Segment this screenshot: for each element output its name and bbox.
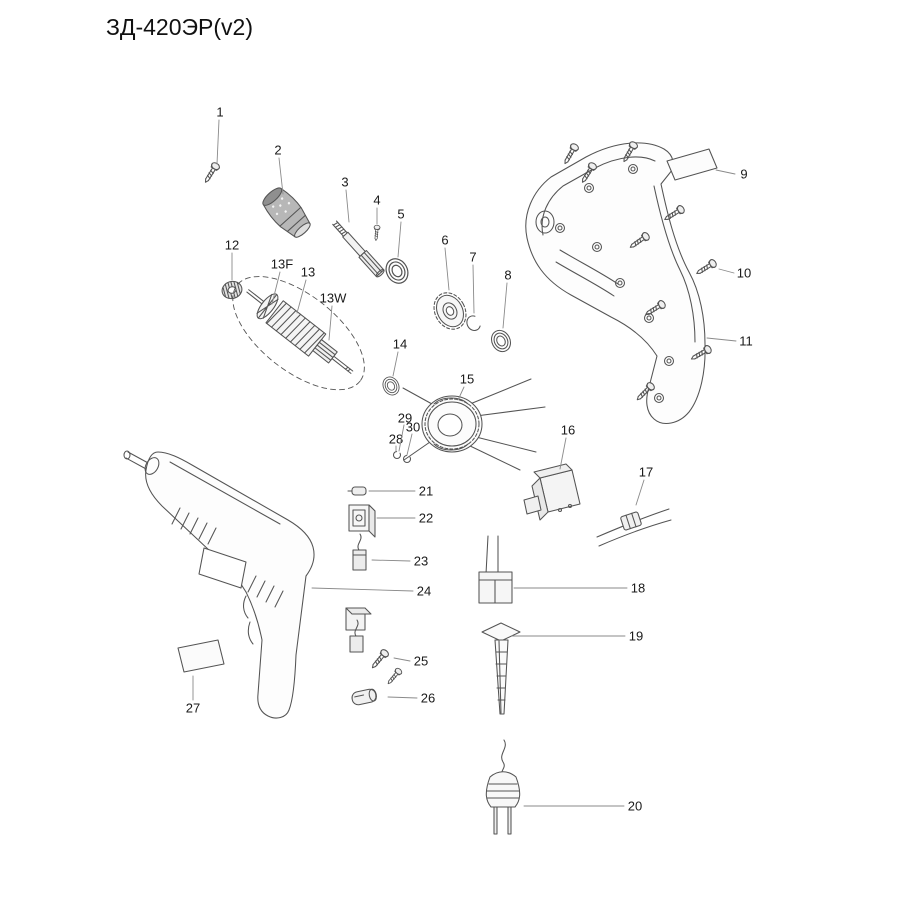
part-housing-left (123, 450, 315, 719)
callout-label-23: 23 (414, 554, 428, 569)
callout-label-3: 3 (341, 175, 348, 190)
callout-label-15: 15 (460, 372, 474, 387)
part-circlip (466, 315, 481, 332)
leader-line-2 (278, 157, 284, 195)
leader-line-23 (371, 559, 411, 562)
callout-label-25: 25 (414, 654, 428, 669)
screw-bosses (554, 163, 675, 404)
leader-line-5 (397, 221, 402, 258)
part-label-plate (177, 639, 225, 673)
callout-label-5: 5 (397, 207, 404, 222)
callout-label-21: 21 (419, 484, 433, 499)
callout-label-29: 29 (398, 411, 412, 426)
part-spindle (332, 220, 385, 278)
part-brush-holder-2 (345, 607, 372, 653)
leader-line-13 (296, 279, 307, 314)
part-bearing-5 (381, 254, 413, 288)
part-bearing-14 (379, 373, 403, 399)
leader-line-15 (457, 386, 465, 401)
callout-label-22: 22 (419, 511, 433, 526)
callout-label-28: 28 (389, 432, 403, 447)
part-housing-right (525, 142, 706, 424)
part-carbon-brush (352, 533, 367, 571)
callout-label-11: 11 (739, 334, 753, 349)
page-title: ЗД-420ЭР(v2) (106, 14, 253, 40)
leader-line-7 (472, 264, 475, 314)
part-nut (221, 280, 243, 300)
callout-label-20: 20 (628, 799, 642, 814)
part-screw-4 (372, 224, 381, 242)
leader-line-29 (398, 424, 405, 452)
callout-label-1: 1 (216, 105, 223, 120)
leader-line-10 (718, 268, 735, 274)
callout-label-2: 2 (274, 143, 281, 158)
callout-label-16: 16 (561, 423, 575, 438)
part-stator (402, 378, 546, 471)
part-armature (232, 276, 365, 391)
callout-label-13W: 13W (320, 291, 347, 306)
callout-label-17: 17 (639, 465, 653, 480)
callout-label-19: 19 (629, 629, 643, 644)
callout-label-6: 6 (441, 233, 448, 248)
callout-label-10: 10 (737, 266, 751, 281)
part-screw-1 (201, 160, 222, 186)
callouts: 12345678910111213F1313W14151617181920212… (186, 105, 753, 814)
callout-label-4: 4 (373, 193, 380, 208)
part-screw-25 (368, 647, 391, 672)
leader-line-1 (216, 119, 220, 165)
leader-line-30 (406, 433, 413, 456)
callout-label-9: 9 (740, 167, 747, 182)
part-screw-10 (693, 257, 719, 278)
part-chuck (262, 187, 311, 238)
callout-label-13F: 13F (271, 257, 293, 272)
part-cord-guard (481, 622, 521, 715)
callout-label-27: 27 (186, 701, 200, 716)
callout-label-30: 30 (406, 420, 420, 435)
callout-label-26: 26 (421, 691, 435, 706)
part-cap (347, 486, 367, 496)
part-clip-30 (402, 454, 412, 464)
part-screw-25b (384, 666, 404, 687)
callout-label-18: 18 (631, 581, 645, 596)
leader-line-13F (271, 271, 281, 305)
leader-line-17 (635, 479, 645, 506)
leader-line-16 (559, 437, 567, 470)
part-nameplate (666, 148, 718, 181)
part-terminal-block (478, 535, 513, 604)
callout-label-13: 13 (301, 265, 315, 280)
callout-label-14: 14 (393, 337, 407, 352)
leader-line-13W (328, 305, 333, 341)
leader-line-25 (393, 657, 411, 662)
callout-label-24: 24 (417, 584, 431, 599)
part-brush-holder (348, 504, 376, 538)
leader-line-9 (715, 169, 736, 175)
part-clip-28 (392, 450, 402, 460)
part-switch (523, 463, 581, 521)
leader-line-3 (345, 189, 350, 223)
part-gear (433, 292, 467, 330)
leader-line-26 (387, 696, 418, 699)
part-cord-clamp (596, 508, 672, 547)
leader-line-6 (444, 247, 450, 291)
part-commutator (312, 339, 338, 364)
leader-line-11 (706, 337, 737, 342)
part-power-plug (485, 739, 521, 835)
leader-line-24 (311, 587, 414, 592)
part-bearing-8 (487, 326, 515, 356)
leader-line-14 (392, 351, 399, 377)
callout-label-8: 8 (504, 268, 511, 283)
callout-label-7: 7 (469, 250, 476, 265)
part-clamp-26 (351, 688, 377, 706)
callout-label-12: 12 (225, 238, 239, 253)
leader-line-8 (502, 282, 508, 329)
